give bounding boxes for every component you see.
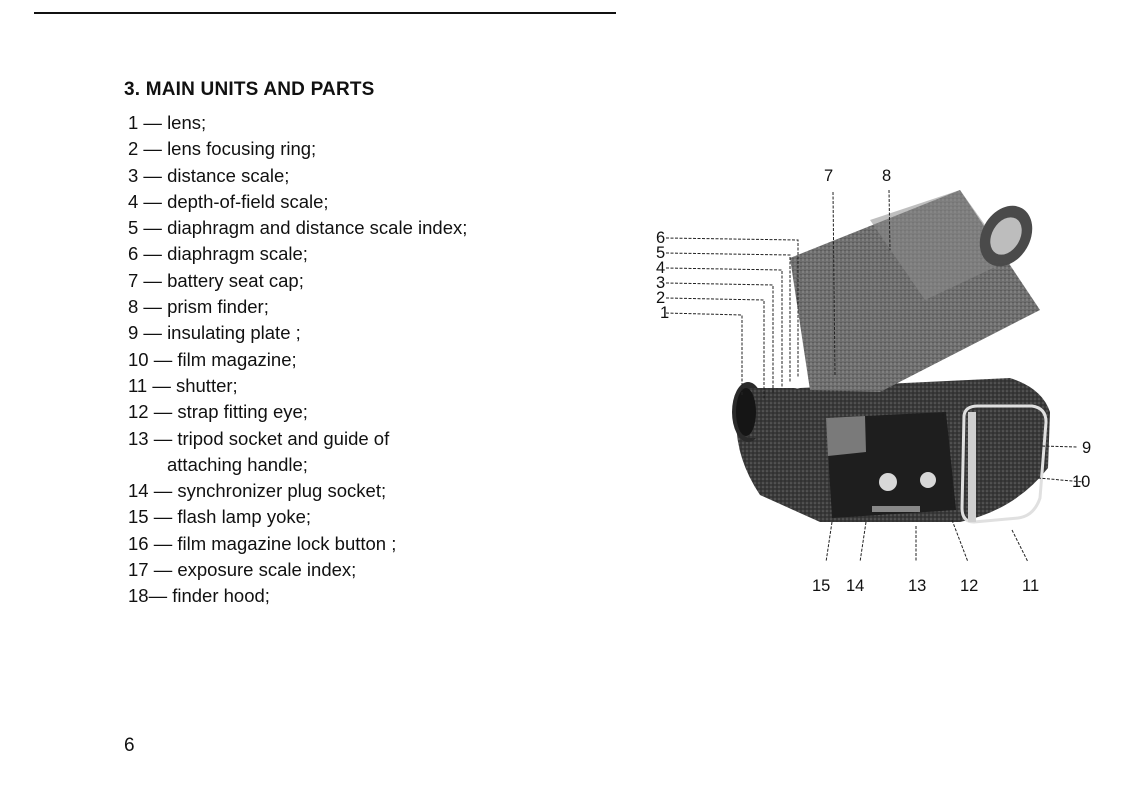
callout-10: 10 (1072, 473, 1091, 491)
part-item: 9 — insulating plate ; (128, 322, 301, 344)
part-item: 15 — flash lamp yoke; (128, 506, 312, 528)
part-item: 8 — prism finder; (128, 296, 269, 318)
part-item: 14 — synchronizer plug socket; (128, 480, 387, 502)
part-item: 18— finder hood; (128, 585, 270, 607)
callout-11: 11 (1022, 577, 1040, 595)
camera-body (732, 190, 1050, 524)
page-number: 6 (124, 735, 135, 756)
callout-9: 9 (1082, 439, 1092, 457)
callout-3: 3 (656, 274, 666, 292)
part-item: 5 — diaphragm and distance scale index; (128, 217, 468, 239)
part-item: 7 — battery seat cap; (128, 269, 304, 291)
callout-5: 5 (656, 244, 666, 262)
part-item: 13 — tripod socket and guide of (128, 427, 390, 449)
callout-2: 2 (656, 289, 666, 307)
camera-illustration (665, 189, 1085, 563)
callout-6: 6 (656, 229, 666, 247)
top-rule (34, 12, 616, 14)
leader-lines (665, 189, 1085, 563)
part-item: 16 — film magazine lock button ; (128, 532, 397, 554)
callout-7: 7 (824, 167, 834, 185)
callout-14: 14 (846, 577, 865, 595)
part-item: 3 — distance scale; (128, 164, 290, 186)
callout-15: 15 (812, 577, 831, 595)
part-item: 11 — shutter; (128, 374, 238, 396)
section-title: 3. MAIN UNITS AND PARTS (124, 79, 375, 100)
camera-figure: 6 5 4 3 2 1 7 8 9 10 11 12 13 14 15 (630, 150, 1110, 620)
callout-4: 4 (656, 259, 666, 277)
part-item: 6 — diaphragm scale; (128, 243, 308, 265)
callout-8: 8 (882, 167, 892, 185)
part-item: 10 — film magazine; (128, 348, 297, 370)
part-item: 12 — strap fitting eye; (128, 401, 308, 423)
part-item: 4 — depth-of-field scale; (128, 190, 329, 212)
callout-1: 1 (660, 304, 670, 322)
callout-13: 13 (908, 577, 927, 595)
part-item-continuation: attaching handle; (167, 453, 308, 475)
part-item: 2 — lens focusing ring; (128, 138, 317, 160)
parts-list: 1 — lens; 2 — lens focusing ring; 3 — di… (128, 110, 467, 610)
part-item: 17 — exposure scale index; (128, 559, 357, 581)
callout-12: 12 (960, 577, 979, 595)
part-item: 1 — lens; (128, 112, 207, 133)
